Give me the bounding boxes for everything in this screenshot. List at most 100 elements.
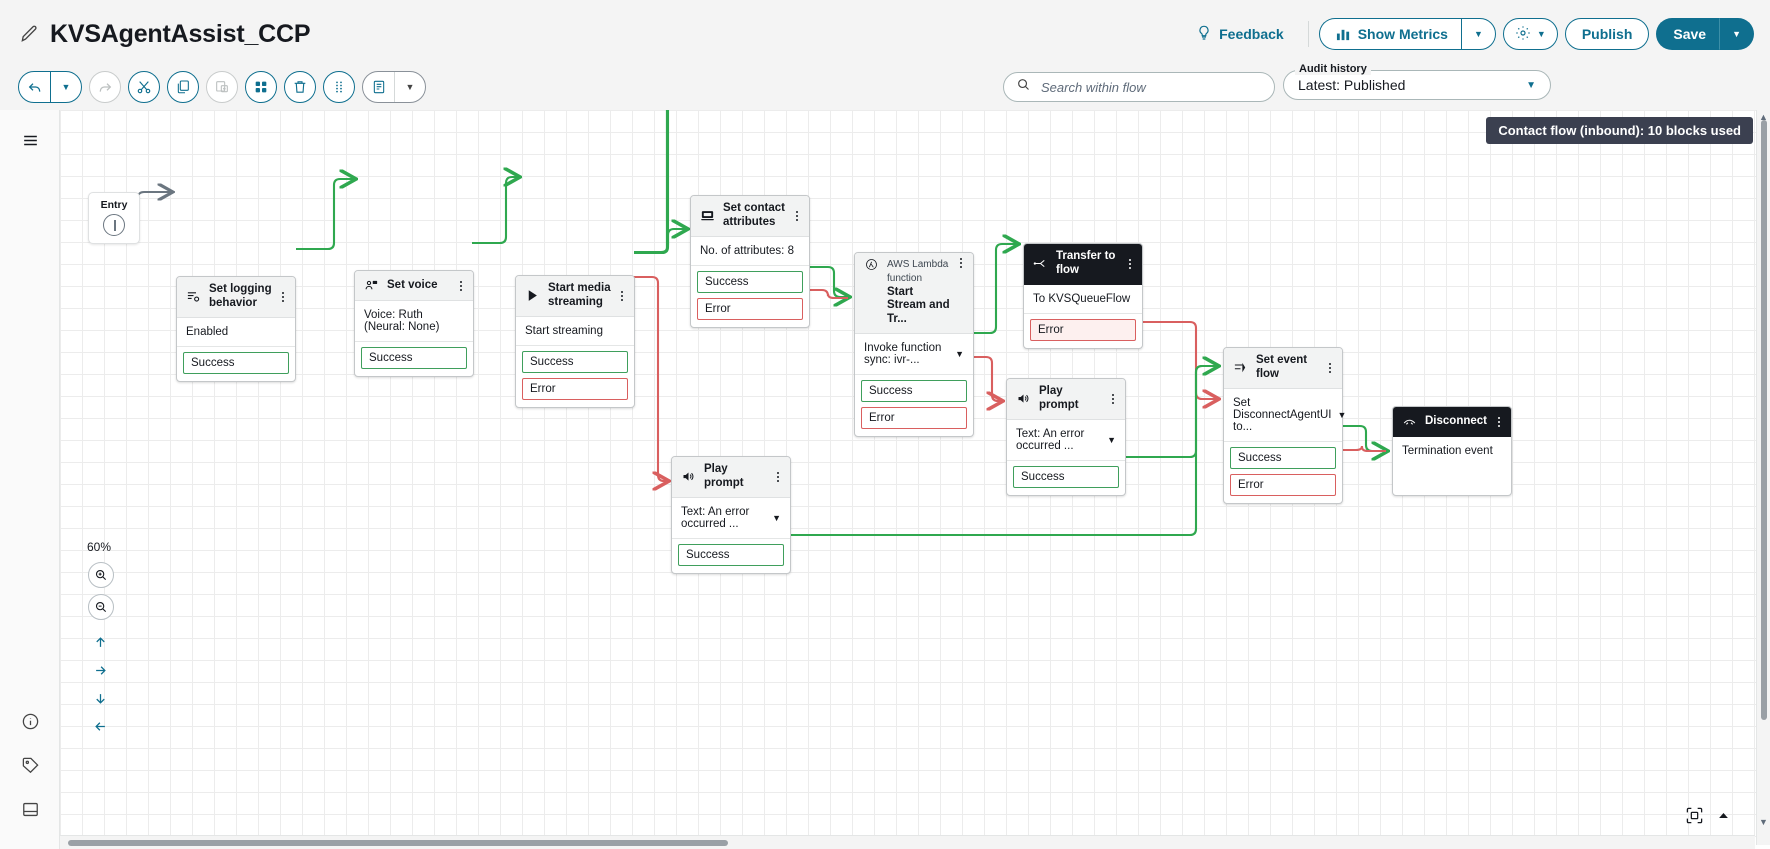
hamburger-menu-icon[interactable]: [0, 118, 60, 162]
entry-node[interactable]: Entry: [88, 192, 140, 244]
node-aws-lambda-function[interactable]: AWS Lambda function Start Stream and Tr.…: [854, 252, 974, 437]
flow-canvas[interactable]: Contact flow (inbound): 10 blocks used: [60, 110, 1761, 849]
port-success[interactable]: Success: [697, 270, 803, 293]
node-menu-button[interactable]: [1105, 393, 1117, 404]
fit-to-screen-icon[interactable]: [1685, 806, 1704, 825]
paste-button[interactable]: [206, 71, 238, 103]
node-body[interactable]: Invoke function sync: ivr-... ▼: [855, 334, 973, 375]
notes-dropdown[interactable]: ▼: [395, 72, 425, 102]
info-circle-icon[interactable]: [0, 699, 60, 743]
copy-button[interactable]: [167, 71, 199, 103]
delete-button[interactable]: [284, 71, 316, 103]
node-header[interactable]: Transfer to flow: [1024, 244, 1142, 285]
node-menu-button[interactable]: [953, 258, 965, 268]
port-success[interactable]: Success: [183, 351, 289, 374]
save-button[interactable]: Save: [1656, 18, 1720, 50]
tag-icon[interactable]: [0, 743, 60, 787]
chevron-down-icon[interactable]: ▼: [1107, 434, 1116, 445]
audit-history: Audit history Latest: Published ▼: [1283, 63, 1551, 100]
undo-button[interactable]: [19, 72, 51, 102]
horizontal-scrollbar[interactable]: [60, 835, 1755, 849]
feedback-button[interactable]: Feedback: [1182, 25, 1298, 44]
port-error[interactable]: Error: [522, 377, 628, 400]
node-menu-button[interactable]: [614, 290, 626, 301]
node-subtitle: AWS Lambda function: [887, 259, 949, 284]
search-within-flow[interactable]: [1003, 72, 1275, 102]
node-menu-button[interactable]: [1491, 416, 1503, 427]
redo-button[interactable]: [89, 71, 121, 103]
node-menu-button[interactable]: [275, 291, 287, 302]
node-header[interactable]: Set event flow: [1224, 348, 1342, 389]
node-menu-button[interactable]: [789, 210, 801, 221]
scroll-down-arrow[interactable]: ▼: [1759, 817, 1768, 827]
port-success[interactable]: Success: [1013, 465, 1119, 488]
settings-button[interactable]: ▼: [1502, 18, 1558, 50]
node-menu-button[interactable]: [1122, 258, 1134, 269]
node-header[interactable]: Disconnect: [1393, 407, 1511, 437]
node-disconnect[interactable]: Disconnect Termination event: [1392, 406, 1512, 496]
node-set-voice[interactable]: Set voice Voice: Ruth (Neural: None) Suc…: [354, 270, 474, 377]
node-set-event-flow[interactable]: Set event flow Set DisconnectAgentUI to.…: [1223, 347, 1346, 504]
port-success[interactable]: Success: [361, 347, 467, 369]
node-body-text: No. of attributes: 8: [700, 244, 794, 257]
port-error[interactable]: Error: [1030, 318, 1136, 341]
show-metrics-dropdown[interactable]: ▼: [1460, 18, 1496, 50]
undo-dropdown[interactable]: ▼: [51, 72, 81, 102]
save-dropdown[interactable]: ▼: [1719, 18, 1754, 50]
node-play-prompt-right[interactable]: Play prompt Text: An error occurred ... …: [1006, 378, 1126, 496]
chevron-down-icon[interactable]: ▼: [1337, 409, 1347, 420]
scroll-up-arrow[interactable]: ▲: [1759, 112, 1768, 122]
port-error[interactable]: Error: [1230, 473, 1336, 496]
zoom-out-icon[interactable]: [88, 594, 114, 620]
notes-button[interactable]: [363, 72, 395, 102]
publish-button[interactable]: Publish: [1564, 18, 1650, 50]
cut-button[interactable]: [128, 71, 160, 103]
node-menu-button[interactable]: [453, 280, 465, 291]
port-error[interactable]: Error: [697, 297, 803, 320]
node-menu-button[interactable]: [1322, 362, 1334, 373]
pencil-icon[interactable]: [20, 24, 40, 44]
node-header[interactable]: Play prompt: [672, 457, 790, 498]
port-success[interactable]: Success: [861, 379, 967, 402]
node-body[interactable]: Text: An error occurred ... ▼: [672, 498, 790, 539]
search-input[interactable]: [1039, 78, 1262, 96]
panel-icon[interactable]: [0, 787, 60, 831]
arrow-up-icon[interactable]: [88, 630, 112, 654]
scrollbar-thumb[interactable]: [68, 840, 728, 846]
node-header[interactable]: Play prompt: [1007, 379, 1125, 420]
zoom-in-icon[interactable]: [88, 562, 114, 588]
caret-down-icon: ▼: [1526, 79, 1536, 91]
select-all-button[interactable]: [245, 71, 277, 103]
node-start-media-streaming[interactable]: Start media streaming Start streaming Su…: [515, 275, 635, 408]
caret-up-icon[interactable]: [1716, 808, 1731, 823]
port-error[interactable]: Error: [861, 406, 967, 429]
port-success[interactable]: Success: [678, 543, 784, 566]
node-header[interactable]: Set logging behavior: [177, 277, 295, 318]
node-body[interactable]: Set DisconnectAgentUI to... ▼: [1224, 389, 1346, 442]
arrow-down-icon[interactable]: [88, 686, 112, 710]
node-header[interactable]: Set voice: [355, 271, 473, 301]
vertical-scrollbar[interactable]: ▲ ▼: [1756, 110, 1770, 845]
node-play-prompt-bottom[interactable]: Play prompt Text: An error occurred ... …: [671, 456, 791, 574]
node-header[interactable]: AWS Lambda function Start Stream and Tr.…: [855, 253, 973, 334]
arrow-right-icon[interactable]: [88, 658, 112, 682]
node-ports: Success Error: [855, 375, 973, 436]
port-success[interactable]: Success: [522, 350, 628, 373]
arrow-left-icon[interactable]: [88, 714, 112, 738]
show-metrics-button[interactable]: Show Metrics: [1318, 18, 1461, 50]
align-button[interactable]: [323, 71, 355, 103]
bar-chart-icon: [1336, 27, 1351, 42]
port-success[interactable]: Success: [1230, 446, 1336, 469]
node-body[interactable]: Text: An error occurred ... ▼: [1007, 420, 1125, 461]
node-set-contact-attributes[interactable]: Set contact attributes No. of attributes…: [690, 195, 810, 328]
node-header[interactable]: Set contact attributes: [691, 196, 809, 237]
chevron-down-icon[interactable]: ▼: [772, 512, 781, 523]
node-body-text: Start streaming: [525, 324, 603, 337]
node-header[interactable]: Start media streaming: [516, 276, 634, 317]
scrollbar-thumb[interactable]: [1761, 120, 1767, 720]
chevron-down-icon[interactable]: ▼: [955, 348, 964, 359]
node-menu-button[interactable]: [770, 471, 782, 482]
node-transfer-to-flow[interactable]: Transfer to flow To KVSQueueFlow Error: [1023, 243, 1143, 349]
node-set-logging-behavior[interactable]: Set logging behavior Enabled Success: [176, 276, 296, 382]
audit-history-select[interactable]: Latest: Published ▼: [1283, 70, 1551, 100]
